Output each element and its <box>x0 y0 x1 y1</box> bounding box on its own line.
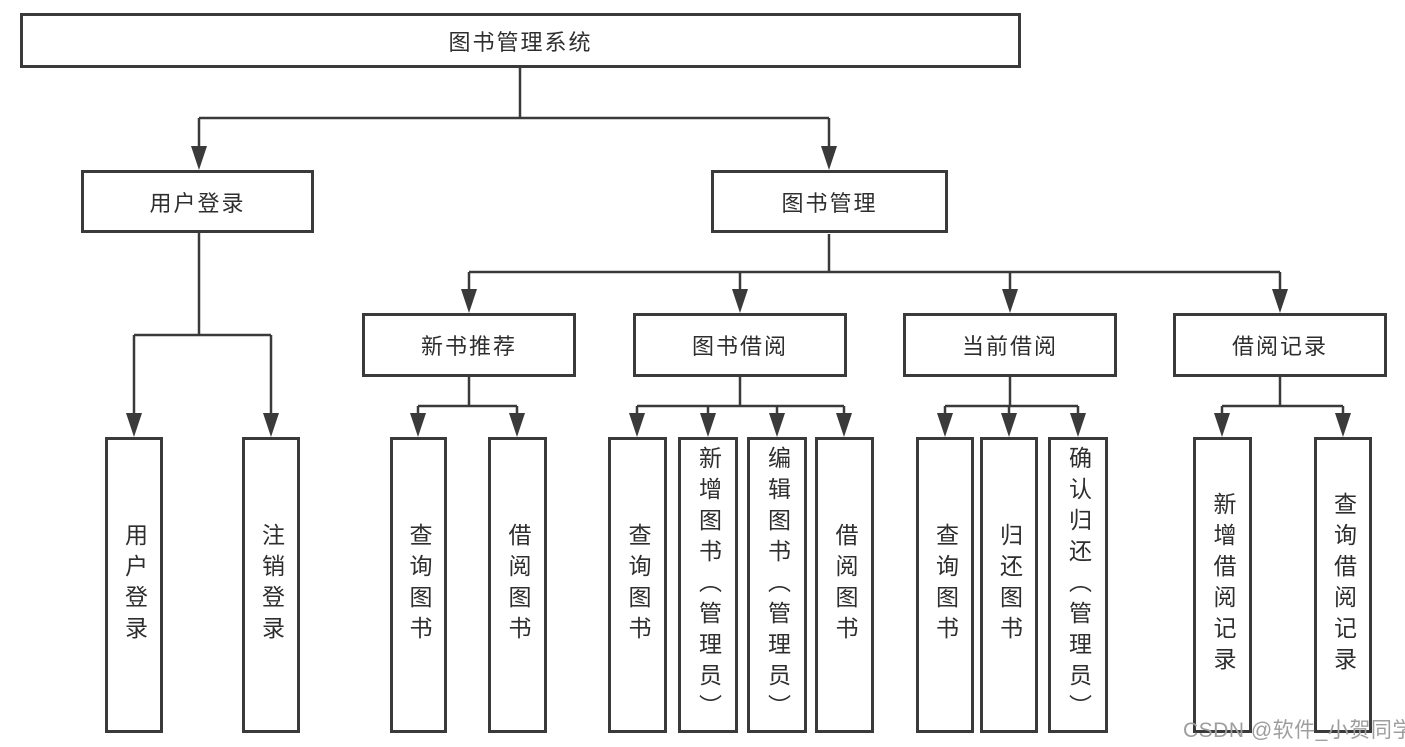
node-label: 图书管理 <box>781 190 878 216</box>
leaf-query-books-recommend: 查询图书 <box>390 437 447 733</box>
leaf-label: 查询图书 <box>406 523 432 647</box>
arrow-down-icon <box>1335 413 1351 437</box>
leaf-label: 用户登录 <box>121 523 148 647</box>
csdn-watermark: CSDN @软件_小贺同学 <box>1183 719 1405 742</box>
leaf-label: 新增借阅记录 <box>1210 492 1236 678</box>
connector-user-login-to-leaves <box>126 233 279 437</box>
arrow-down-icon <box>410 413 426 437</box>
arrow-down-icon <box>461 289 477 313</box>
leaf-label: 查询借阅记录 <box>1330 492 1357 678</box>
leaf-logout: 注销登录 <box>242 437 300 733</box>
leaf-edit-book-admin: 编辑图书（管理员） <box>747 437 807 733</box>
leaf-label: 查询图书 <box>625 523 651 647</box>
arrow-down-icon <box>1272 289 1288 313</box>
connector-book-borrow-to-leaves <box>629 377 852 437</box>
node-root-system: 图书管理系统 <box>20 13 1021 68</box>
arrow-down-icon <box>1002 289 1018 313</box>
connector-book-mgmt-to-level3 <box>461 234 1288 313</box>
arrow-down-icon <box>836 413 852 437</box>
connector-current-borrow-to-leaves <box>937 377 1086 437</box>
arrow-down-icon <box>1001 413 1017 437</box>
node-book-management: 图书管理 <box>711 170 948 233</box>
leaf-add-book-admin: 新增图书（管理员） <box>678 437 738 733</box>
node-new-book-recommend: 新书推荐 <box>362 313 576 377</box>
arrow-down-icon <box>629 413 645 437</box>
arrow-down-icon <box>126 413 142 437</box>
connector-borrow-records-to-leaves <box>1214 377 1351 437</box>
leaf-label: 借阅图书 <box>832 523 858 647</box>
leaf-confirm-return-admin: 确认归还（管理员） <box>1048 437 1108 733</box>
arrow-down-icon <box>263 413 279 437</box>
leaf-label: 注销登录 <box>258 523 285 647</box>
connector-root-to-level2 <box>191 68 837 170</box>
arrow-down-icon <box>769 413 785 437</box>
leaf-borrow-books-recommend: 借阅图书 <box>488 437 547 733</box>
leaf-label: 确认归还（管理员） <box>1065 445 1092 725</box>
node-label: 当前借阅 <box>961 334 1058 359</box>
leaf-query-books-borrow: 查询图书 <box>608 437 667 733</box>
node-label: 借阅记录 <box>1231 334 1328 359</box>
node-label: 新书推荐 <box>420 334 517 359</box>
node-current-borrow: 当前借阅 <box>903 313 1117 377</box>
leaf-query-books-current: 查询图书 <box>916 437 974 733</box>
leaf-add-borrow-record: 新增借阅记录 <box>1193 437 1252 733</box>
arrow-down-icon <box>509 413 525 437</box>
arrow-down-icon <box>1070 413 1086 437</box>
leaf-label: 新增图书（管理员） <box>695 445 722 725</box>
leaf-user-login: 用户登录 <box>105 437 163 733</box>
node-borrow-records: 借阅记录 <box>1173 313 1387 377</box>
arrow-down-icon <box>700 413 716 437</box>
leaf-label: 借阅图书 <box>505 523 531 647</box>
node-label: 图书管理系统 <box>448 29 593 55</box>
leaf-borrow-books: 借阅图书 <box>815 437 874 733</box>
node-user-login: 用户登录 <box>81 170 314 233</box>
leaf-query-borrow-record: 查询借阅记录 <box>1314 437 1372 733</box>
arrow-down-icon <box>821 146 837 170</box>
node-label: 用户登录 <box>149 190 246 216</box>
leaf-label: 归还图书 <box>996 523 1023 647</box>
node-book-borrow: 图书借阅 <box>633 313 847 377</box>
arrow-down-icon <box>1214 413 1230 437</box>
node-label: 图书借阅 <box>691 334 788 359</box>
arrow-down-icon <box>191 146 207 170</box>
connector-new-book-to-leaves <box>410 377 525 437</box>
leaf-label: 查询图书 <box>932 523 959 647</box>
arrow-down-icon <box>732 289 748 313</box>
leaf-return-book: 归还图书 <box>980 437 1038 733</box>
leaf-label: 编辑图书（管理员） <box>764 445 791 725</box>
arrow-down-icon <box>937 413 953 437</box>
